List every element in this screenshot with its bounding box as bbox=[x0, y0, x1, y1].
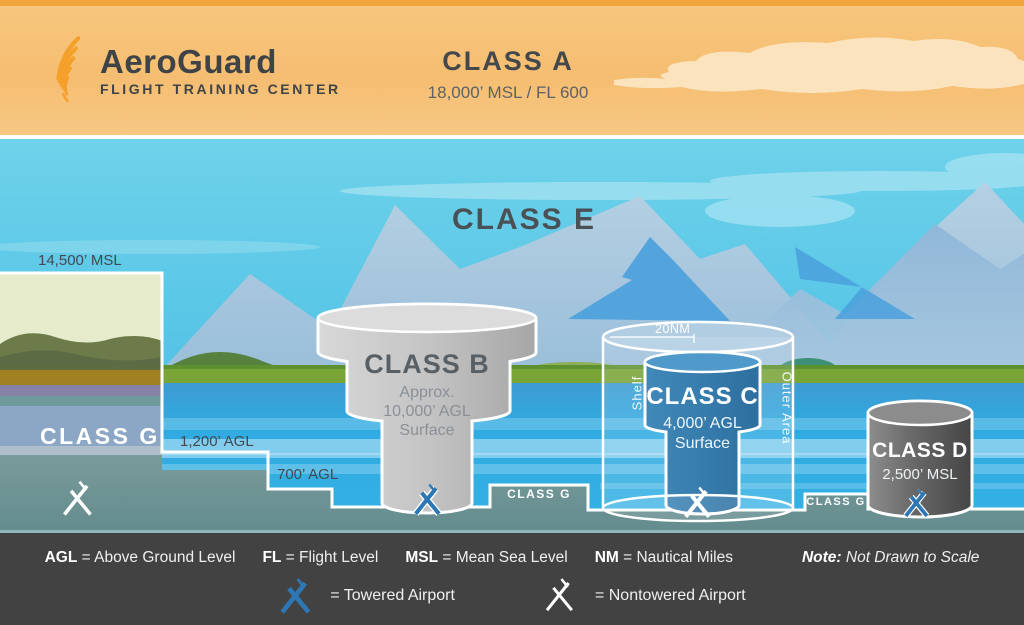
class-c-details: 4,000’ AGL Surface bbox=[663, 415, 742, 452]
towered-airport-icon-class-d bbox=[898, 488, 934, 518]
class-e-label: CLASS E bbox=[452, 203, 597, 236]
class-d-details: 2,500’ MSL bbox=[882, 466, 958, 483]
banner-top-strip bbox=[0, 0, 1024, 6]
class-d-text: CLASS D 2,500’ MSL bbox=[860, 439, 980, 483]
class-c-radius-label: 20NM bbox=[655, 322, 691, 336]
altitude-label-14500-msl: 14,500’ MSL bbox=[38, 252, 122, 269]
legend-nm: NM = Nautical Miles bbox=[594, 549, 733, 566]
class-b-details: Approx. 10,000’ AGL Surface bbox=[383, 384, 471, 439]
class-b-stack bbox=[316, 302, 538, 515]
legend-abbreviations: AGL = Above Ground Level FL = Flight Lev… bbox=[0, 549, 1024, 567]
class-g-surface-label-2: CLASS G bbox=[806, 496, 866, 508]
towered-airport-icon-class-c bbox=[678, 486, 716, 519]
legend-airport-symbols: = Towered Airport = Nontowered Airport bbox=[0, 577, 1024, 615]
scene-illustration bbox=[0, 139, 1024, 530]
legend-agl: AGL = Above Ground Level bbox=[44, 549, 236, 566]
mountain-shadow-accent-1 bbox=[568, 237, 730, 321]
class-a-block: CLASS A 18,000’ MSL / FL 600 bbox=[358, 46, 658, 103]
altitude-label-700-agl: 700’ AGL bbox=[277, 466, 339, 483]
nontowered-airport-icon bbox=[60, 480, 94, 517]
header-banner: AeroGuard FLIGHT TRAINING CENTER CLASS A… bbox=[0, 0, 1024, 139]
legend-fl: FL = Flight Level bbox=[262, 549, 379, 566]
class-g-boundary-line bbox=[0, 271, 1024, 512]
legend-bar: AGL = Above Ground Level FL = Flight Lev… bbox=[0, 530, 1024, 625]
nontowered-airport-icon-legend bbox=[543, 577, 577, 615]
class-g-surface-label-1: CLASS G bbox=[507, 487, 571, 501]
aeroguard-wing-icon bbox=[56, 36, 81, 103]
airspace-scene: CLASS E 14,500’ MSL 1,200’ AGL 700’ AGL … bbox=[0, 139, 1024, 530]
towered-airport-label: = Towered Airport bbox=[330, 587, 455, 604]
aeroguard-logo: AeroGuard FLIGHT TRAINING CENTER bbox=[40, 30, 341, 110]
class-c-text: CLASS C 4,000’ AGL Surface bbox=[622, 383, 783, 454]
class-c-outer-area-label: Outer Area bbox=[779, 371, 795, 445]
class-c-outer-bottom-rim bbox=[601, 493, 795, 523]
altitude-label-1200-agl: 1,200’ AGL bbox=[180, 433, 254, 450]
brand-name: AeroGuard bbox=[100, 42, 277, 80]
class-c-shelf-label: Shelf bbox=[629, 375, 645, 411]
mountain-shadow-accent-2 bbox=[795, 247, 915, 319]
towered-airport-icon-class-b bbox=[407, 483, 447, 516]
legend-msl: MSL = Mean Sea Level bbox=[405, 549, 568, 566]
legend-note: Note: Not Drawn to Scale bbox=[801, 549, 980, 566]
class-g-left-label: CLASS G bbox=[40, 423, 160, 449]
header-divider bbox=[0, 135, 1024, 139]
towered-airport-icon bbox=[278, 577, 312, 615]
cloud-illustration bbox=[614, 37, 1024, 93]
class-a-title: CLASS A bbox=[442, 46, 574, 76]
class-c-stack bbox=[643, 350, 762, 516]
class-b-title: CLASS B bbox=[364, 349, 490, 379]
class-c-title: CLASS C bbox=[646, 383, 759, 410]
class-b-text: CLASS B Approx. 10,000’ AGL Surface bbox=[327, 349, 527, 440]
class-d-title: CLASS D bbox=[872, 439, 968, 462]
brand-tagline: FLIGHT TRAINING CENTER bbox=[100, 80, 341, 97]
class-g-terrain bbox=[0, 273, 162, 455]
sky-cloud-streaks bbox=[0, 153, 1024, 254]
logo-text: AeroGuard FLIGHT TRAINING CENTER bbox=[100, 45, 341, 96]
class-a-altitude: 18,000’ MSL / FL 600 bbox=[427, 83, 589, 102]
nontowered-airport-label: = Nontowered Airport bbox=[594, 587, 746, 604]
class-d-cylinder bbox=[866, 399, 974, 519]
banner-background: AeroGuard FLIGHT TRAINING CENTER CLASS A… bbox=[0, 6, 1024, 135]
